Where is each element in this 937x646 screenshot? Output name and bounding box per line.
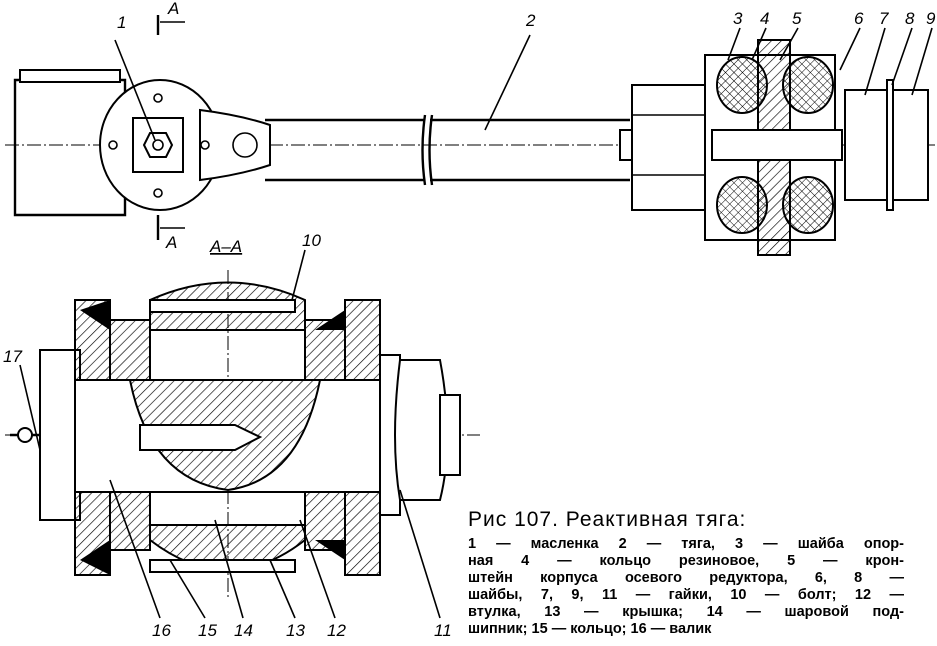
rubber-ring-bottom-right: [782, 176, 834, 234]
nut-9: [892, 89, 929, 201]
bolt-10-bottom: [149, 559, 296, 573]
caption-line: шипник; 15 — кольцо; 16 — валик: [468, 621, 712, 637]
label-15: 15: [198, 621, 217, 640]
label-10: 10: [302, 231, 321, 250]
label-8: 8: [905, 9, 915, 28]
label-7: 7: [879, 9, 889, 28]
label-16: 16: [152, 621, 171, 640]
section-mark-bottom: A: [165, 233, 177, 252]
top-view: [5, 15, 935, 256]
label-9: 9: [926, 9, 936, 28]
label-5: 5: [792, 9, 802, 28]
housing-top-lip: [19, 69, 121, 83]
caption-line: 1 — масленка 2 — тяга, 3 — шайба опор-: [468, 536, 904, 552]
nut-7: [631, 84, 713, 211]
caption-line: втулка, 13 — крышка; 14 — шаровой под-: [468, 604, 904, 620]
label-14: 14: [234, 621, 253, 640]
bolt-10-top: [149, 299, 296, 313]
caption-line: ная 4 — кольцо резиновое, 5 — крон-: [468, 553, 904, 569]
rubber-ring-top-left: [716, 56, 768, 114]
label-17: 17: [3, 347, 22, 366]
section-mark-top: A: [167, 0, 179, 18]
nut-7b: [844, 89, 891, 201]
label-6: 6: [854, 9, 864, 28]
grease-fitting: [142, 132, 174, 158]
caption-line: штейн корпуса осевого редуктора, 6, 8 —: [468, 570, 904, 586]
caption-line: шайбы, 7, 9, 11 — гайки, 10 — болт; 12 —: [468, 587, 904, 603]
rubber-ring-bottom-left: [716, 176, 768, 234]
label-12: 12: [327, 621, 346, 640]
section-view-title: A–A: [209, 237, 242, 256]
label-4: 4: [760, 9, 769, 28]
section-view: [5, 249, 480, 619]
label-11: 11: [434, 621, 452, 640]
figure-caption: Рис 107. Реактивная тяга: 1 — масленка 2…: [468, 508, 904, 638]
caption-title: Рис 107. Реактивная тяга:: [468, 508, 747, 531]
label-2: 2: [525, 11, 536, 30]
label-1: 1: [117, 13, 126, 32]
label-13: 13: [286, 621, 305, 640]
rod-2: [265, 114, 630, 186]
flange-neck: [199, 108, 271, 182]
label-3: 3: [733, 9, 743, 28]
bolt-shaft: [711, 129, 843, 161]
rubber-ring-top-right: [782, 56, 834, 114]
